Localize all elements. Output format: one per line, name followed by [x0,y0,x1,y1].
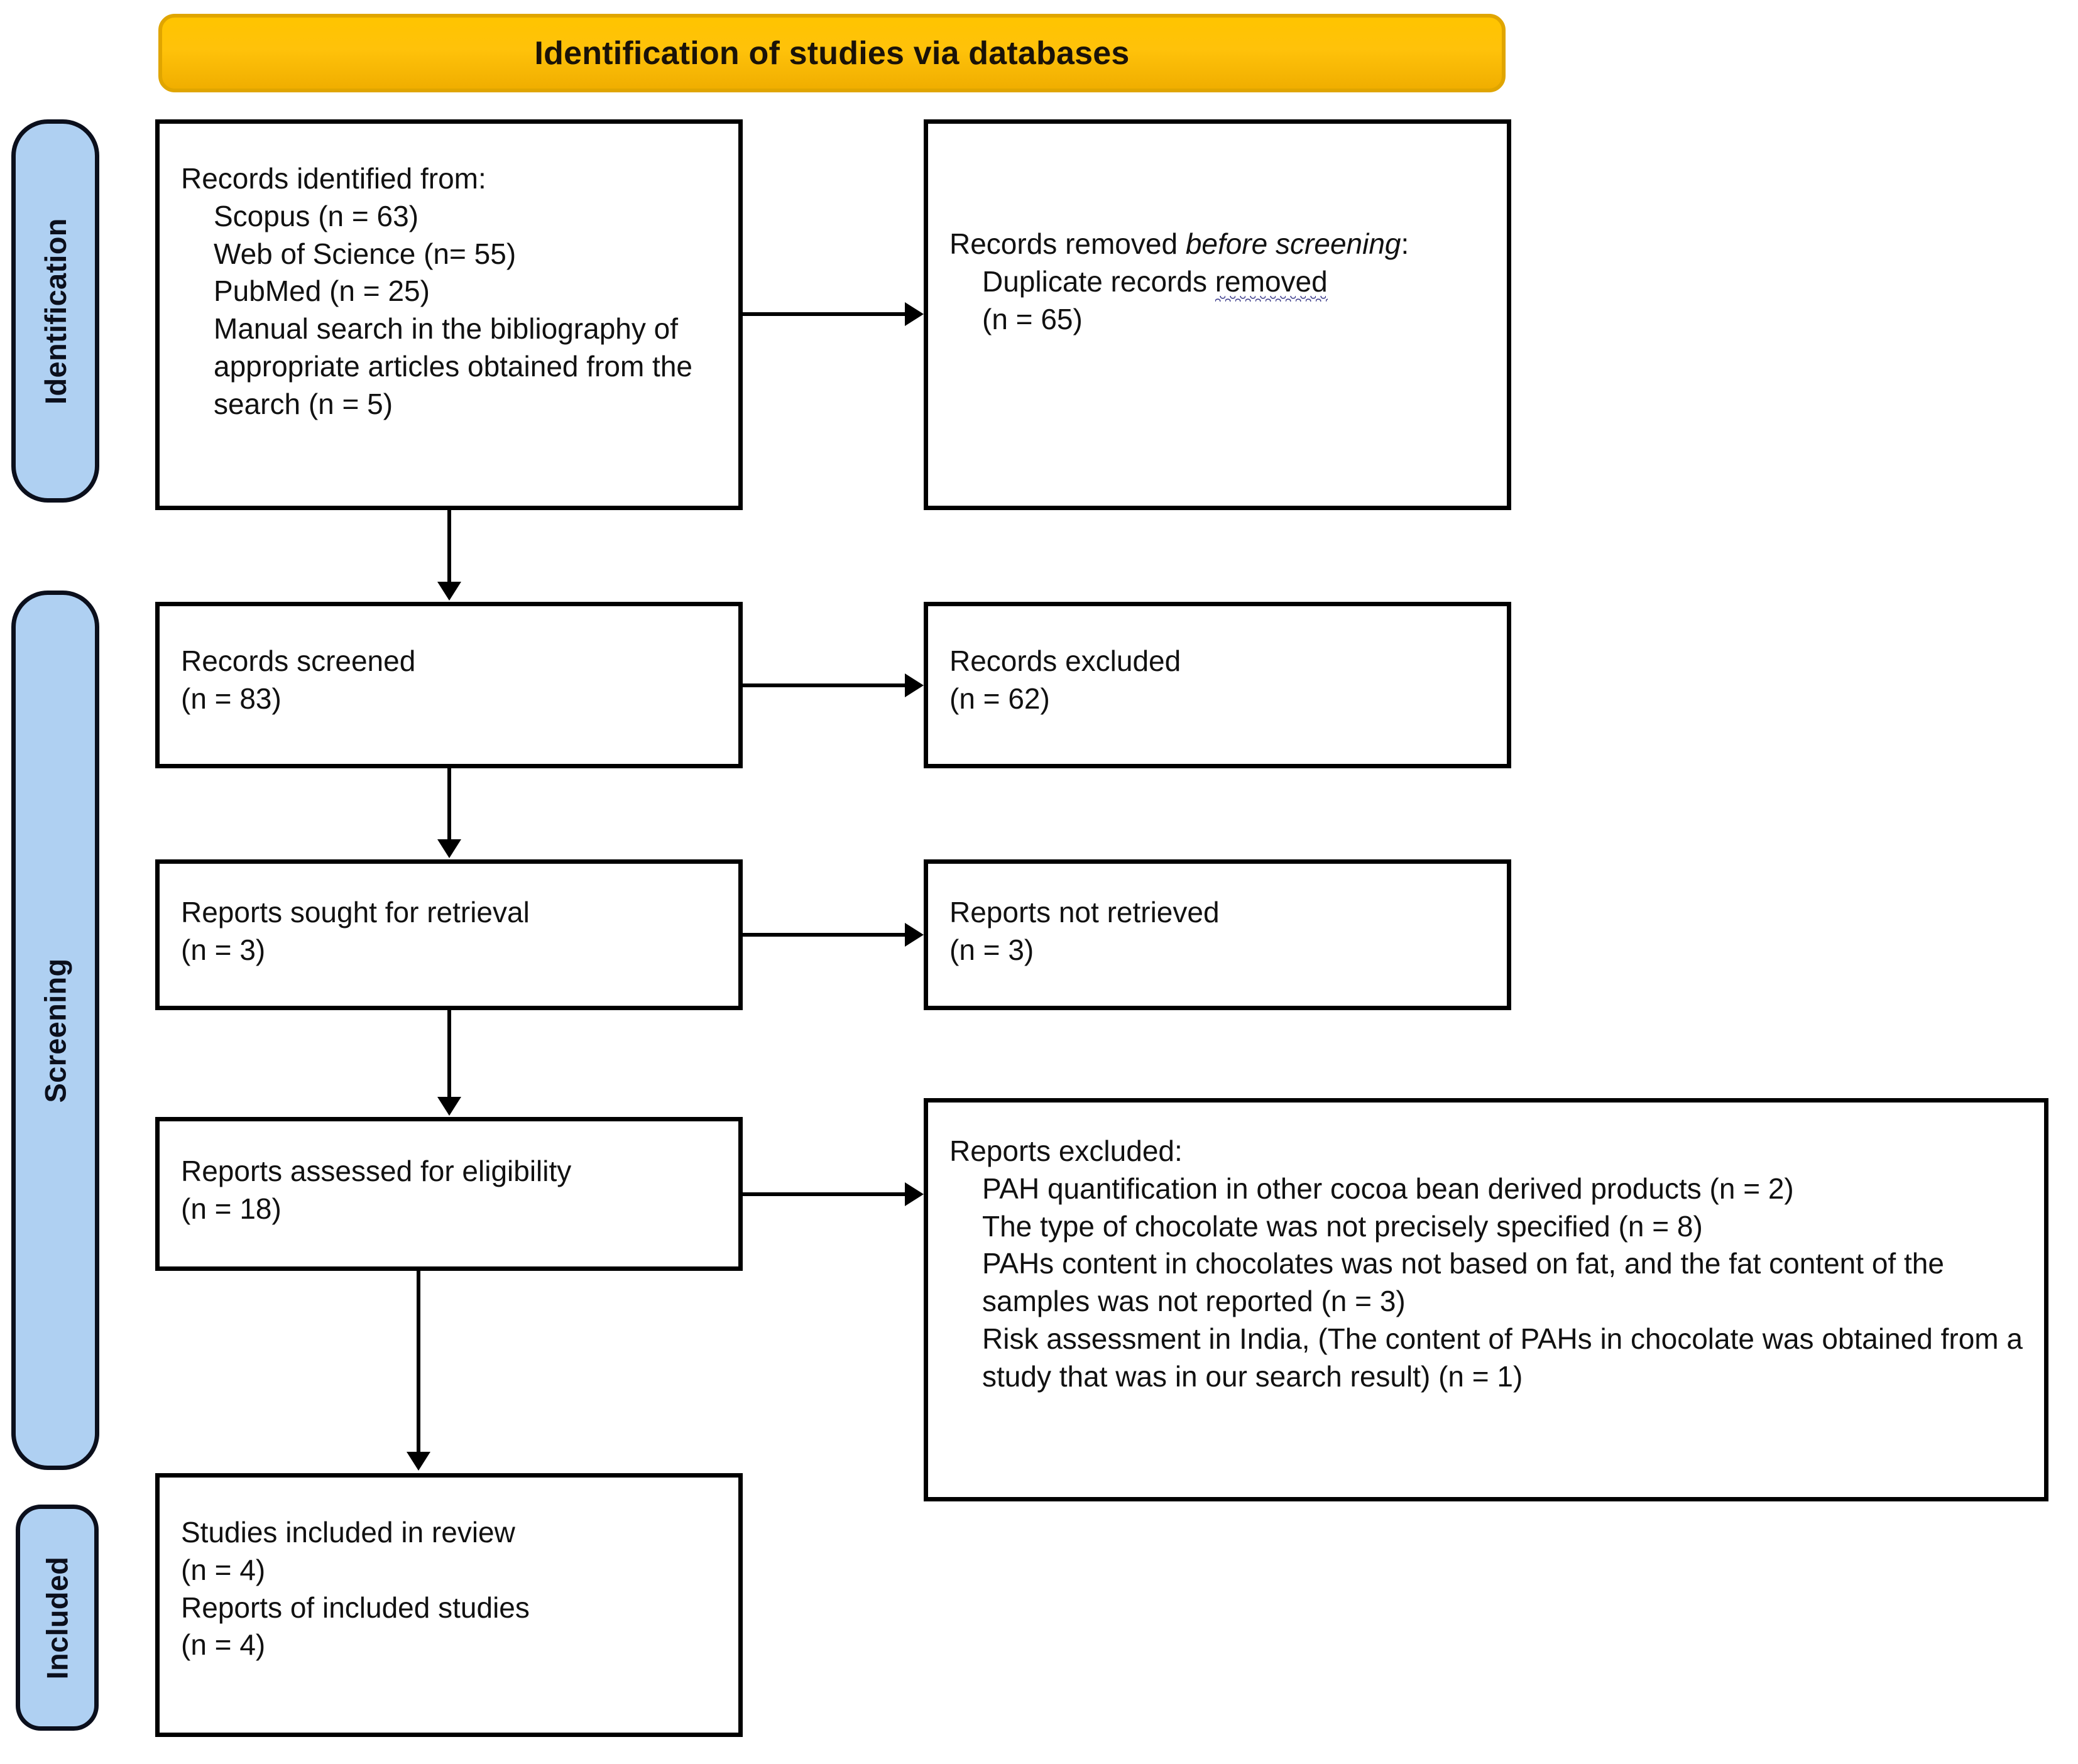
records-removed-count: (n = 65) [982,302,1083,335]
connector-assessed-to-reports-excluded [743,1192,905,1196]
reports-excluded-heading: Reports excluded: [949,1135,1183,1167]
reports-excluded-reason-2: The type of chocolate was not precisely … [982,1209,1703,1243]
phase-label-screening: Screening [38,958,72,1102]
connector-identified-to-removed [743,312,905,316]
reports-excluded-text: Reports excluded: PAH quantification in o… [949,1133,2027,1396]
connector-screened-to-sought [447,768,451,841]
reports-sought-text: Reports sought for retrieval (n = 3) [181,894,721,969]
records-screened-count: (n = 83) [181,682,282,715]
phase-pill-screening: Screening [11,591,99,1470]
records-removed-duplicate-line: Duplicate records removed [949,263,1490,301]
box-studies-included: Studies included in review (n = 4) Reports… [155,1473,743,1737]
phase-pill-identification: Identification [11,119,99,503]
reports-excluded-reason-4: Risk assessment in India, (The content o… [982,1322,2031,1393]
records-identified-source-pubmed: PubMed (n = 25) [214,275,430,308]
box-records-excluded: Records excluded (n = 62) [924,602,1511,768]
reports-assessed-text: Reports assessed for eligibility (n = 18) [181,1153,734,1228]
studies-included-count: (n = 4) [181,1553,266,1586]
box-reports-not-retrieved: Reports not retrieved (n = 3) [924,859,1511,1010]
reports-of-included-studies-count: (n = 4) [181,1628,266,1662]
reports-assessed-label: Reports assessed for eligibility [181,1155,572,1187]
connector-identified-to-screened [447,510,451,583]
records-excluded-label: Records excluded [949,645,1181,677]
records-identified-source-manual: Manual search in the bibliography of app… [214,312,701,420]
reports-not-retrieved-count: (n = 3) [949,933,1034,966]
box-reports-sought: Reports sought for retrieval (n = 3) [155,859,743,1010]
reports-excluded-reason-3: PAHs content in chocolates was not based… [982,1247,1952,1318]
records-identified-text: Records identified from: Scopus (n = 63) W… [181,160,721,423]
records-removed-duplicate-prefix: Duplicate records [982,264,1215,298]
phase-pill-included: Included [16,1505,99,1731]
reports-assessed-count: (n = 18) [181,1192,282,1225]
phase-label-included: Included [40,1556,74,1679]
records-removed-misspelled-word: removed [1215,264,1328,298]
connector-sought-to-assessed [447,1010,451,1098]
studies-included-text: Studies included in review (n = 4) Reports… [181,1514,721,1664]
records-excluded-text: Records excluded (n = 62) [949,643,1490,718]
box-reports-excluded: Reports excluded: PAH quantification in o… [924,1098,2048,1501]
records-removed-heading-italic: before screening [1185,227,1401,260]
box-records-removed: Records removed before screening:Duplica… [924,119,1511,510]
records-excluded-count: (n = 62) [949,682,1050,715]
reports-of-included-studies-label: Reports of included studies [181,1591,530,1624]
records-screened-text: Records screened (n = 83) [181,643,721,718]
arrow-screened-to-sought [437,839,461,858]
records-identified-heading: Records identified from: [181,162,486,195]
arrow-assessed-to-reports-excluded [905,1182,924,1206]
connector-sought-to-not-retrieved [743,933,905,937]
box-records-screened: Records screened (n = 83) [155,602,743,768]
arrow-identified-to-screened [437,582,461,601]
arrow-sought-to-assessed [437,1097,461,1116]
connector-screened-to-excluded [743,683,905,687]
reports-not-retrieved-label: Reports not retrieved [949,896,1220,928]
arrow-screened-to-excluded [905,673,924,697]
records-identified-source-wos: Web of Science (n= 55) [214,237,517,270]
arrow-assessed-to-included [407,1452,430,1471]
records-identified-source-scopus: Scopus (n = 63) [214,199,419,232]
diagram-banner: Identification of studies via databases [158,14,1506,92]
banner-title: Identification of studies via databases [534,35,1130,72]
studies-included-label: Studies included in review [181,1516,515,1549]
records-screened-label: Records screened [181,645,416,677]
records-removed-heading-prefix: Records removed [949,227,1186,260]
records-removed-text: Records removed before screening:Duplica… [949,226,1490,338]
reports-not-retrieved-text: Reports not retrieved (n = 3) [949,894,1490,969]
phase-label-identification: Identification [38,217,72,405]
reports-sought-label: Reports sought for retrieval [181,896,530,928]
box-reports-assessed: Reports assessed for eligibility (n = 18) [155,1117,743,1271]
arrow-sought-to-not-retrieved [905,923,924,947]
reports-excluded-reason-1: PAH quantification in other cocoa bean d… [982,1172,1794,1205]
connector-assessed-to-included [417,1271,420,1453]
arrow-identified-to-removed [905,302,924,326]
box-records-identified: Records identified from: Scopus (n = 63) W… [155,119,743,510]
reports-sought-count: (n = 3) [181,933,266,966]
records-removed-heading-suffix: : [1401,227,1409,260]
